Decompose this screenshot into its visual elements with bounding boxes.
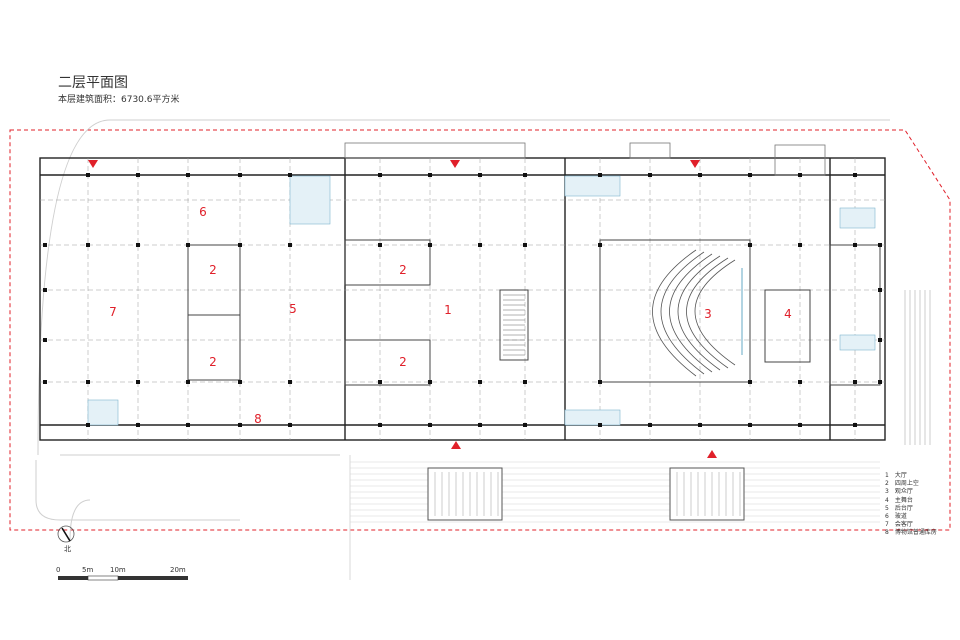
- entrance-marker-top-center: [450, 160, 460, 168]
- room-label: 1: [444, 303, 452, 317]
- building-walls: [39, 157, 886, 441]
- room-label: 8: [254, 412, 262, 426]
- entrance-marker-bottom-center: [451, 441, 461, 449]
- scale-tick-label: 5m: [82, 566, 94, 574]
- canopy-left: [427, 467, 503, 521]
- site-road-curve: [37, 119, 890, 456]
- right-steps: [904, 290, 931, 445]
- site-boundary: [9, 129, 951, 531]
- top-canopy-1: [344, 142, 526, 159]
- room-label: 2: [209, 355, 217, 369]
- entrance-marker-top-right: [690, 160, 700, 168]
- entrance-marker-top-left: [88, 160, 98, 168]
- room-label: 2: [399, 263, 407, 277]
- glass-blocks: [87, 175, 876, 426]
- room-label: 4: [784, 307, 792, 321]
- page-title: 二层平面图: [58, 75, 128, 91]
- room-label: 2: [399, 355, 407, 369]
- room-label: 3: [704, 307, 712, 321]
- canopy-right-lines: [676, 472, 741, 516]
- room-label: 2: [209, 263, 217, 277]
- north-label: 北: [64, 545, 71, 553]
- auditorium-seating: [652, 249, 743, 377]
- north-arrow: [57, 525, 75, 543]
- top-canopy-2: [629, 142, 671, 159]
- interior-walls: [187, 239, 881, 386]
- room-label: 6: [199, 205, 207, 219]
- scale-bar: [58, 575, 188, 581]
- scale-tick-label: 20m: [170, 566, 186, 574]
- room-label: 7: [109, 305, 117, 319]
- floor-area-text: 本层建筑面积：6730.6平方米: [58, 95, 180, 105]
- entrance-marker-bottom-right: [707, 450, 717, 458]
- canopy-right: [669, 467, 745, 521]
- canopy-left-lines: [434, 472, 499, 516]
- site-road-bottom-2: [69, 499, 91, 541]
- structural-grid: [40, 158, 885, 440]
- scale-tick-label: 10m: [110, 566, 126, 574]
- entrance-markers: [88, 160, 717, 458]
- room-label: 5: [289, 302, 297, 316]
- columns: [43, 173, 882, 427]
- scale-tick-label: 0: [56, 566, 61, 574]
- site-road-left: [35, 460, 240, 521]
- central-stair: [503, 294, 525, 356]
- room-labels: 1 2 2 2 2 3 4 5 6 7 8: [109, 205, 792, 426]
